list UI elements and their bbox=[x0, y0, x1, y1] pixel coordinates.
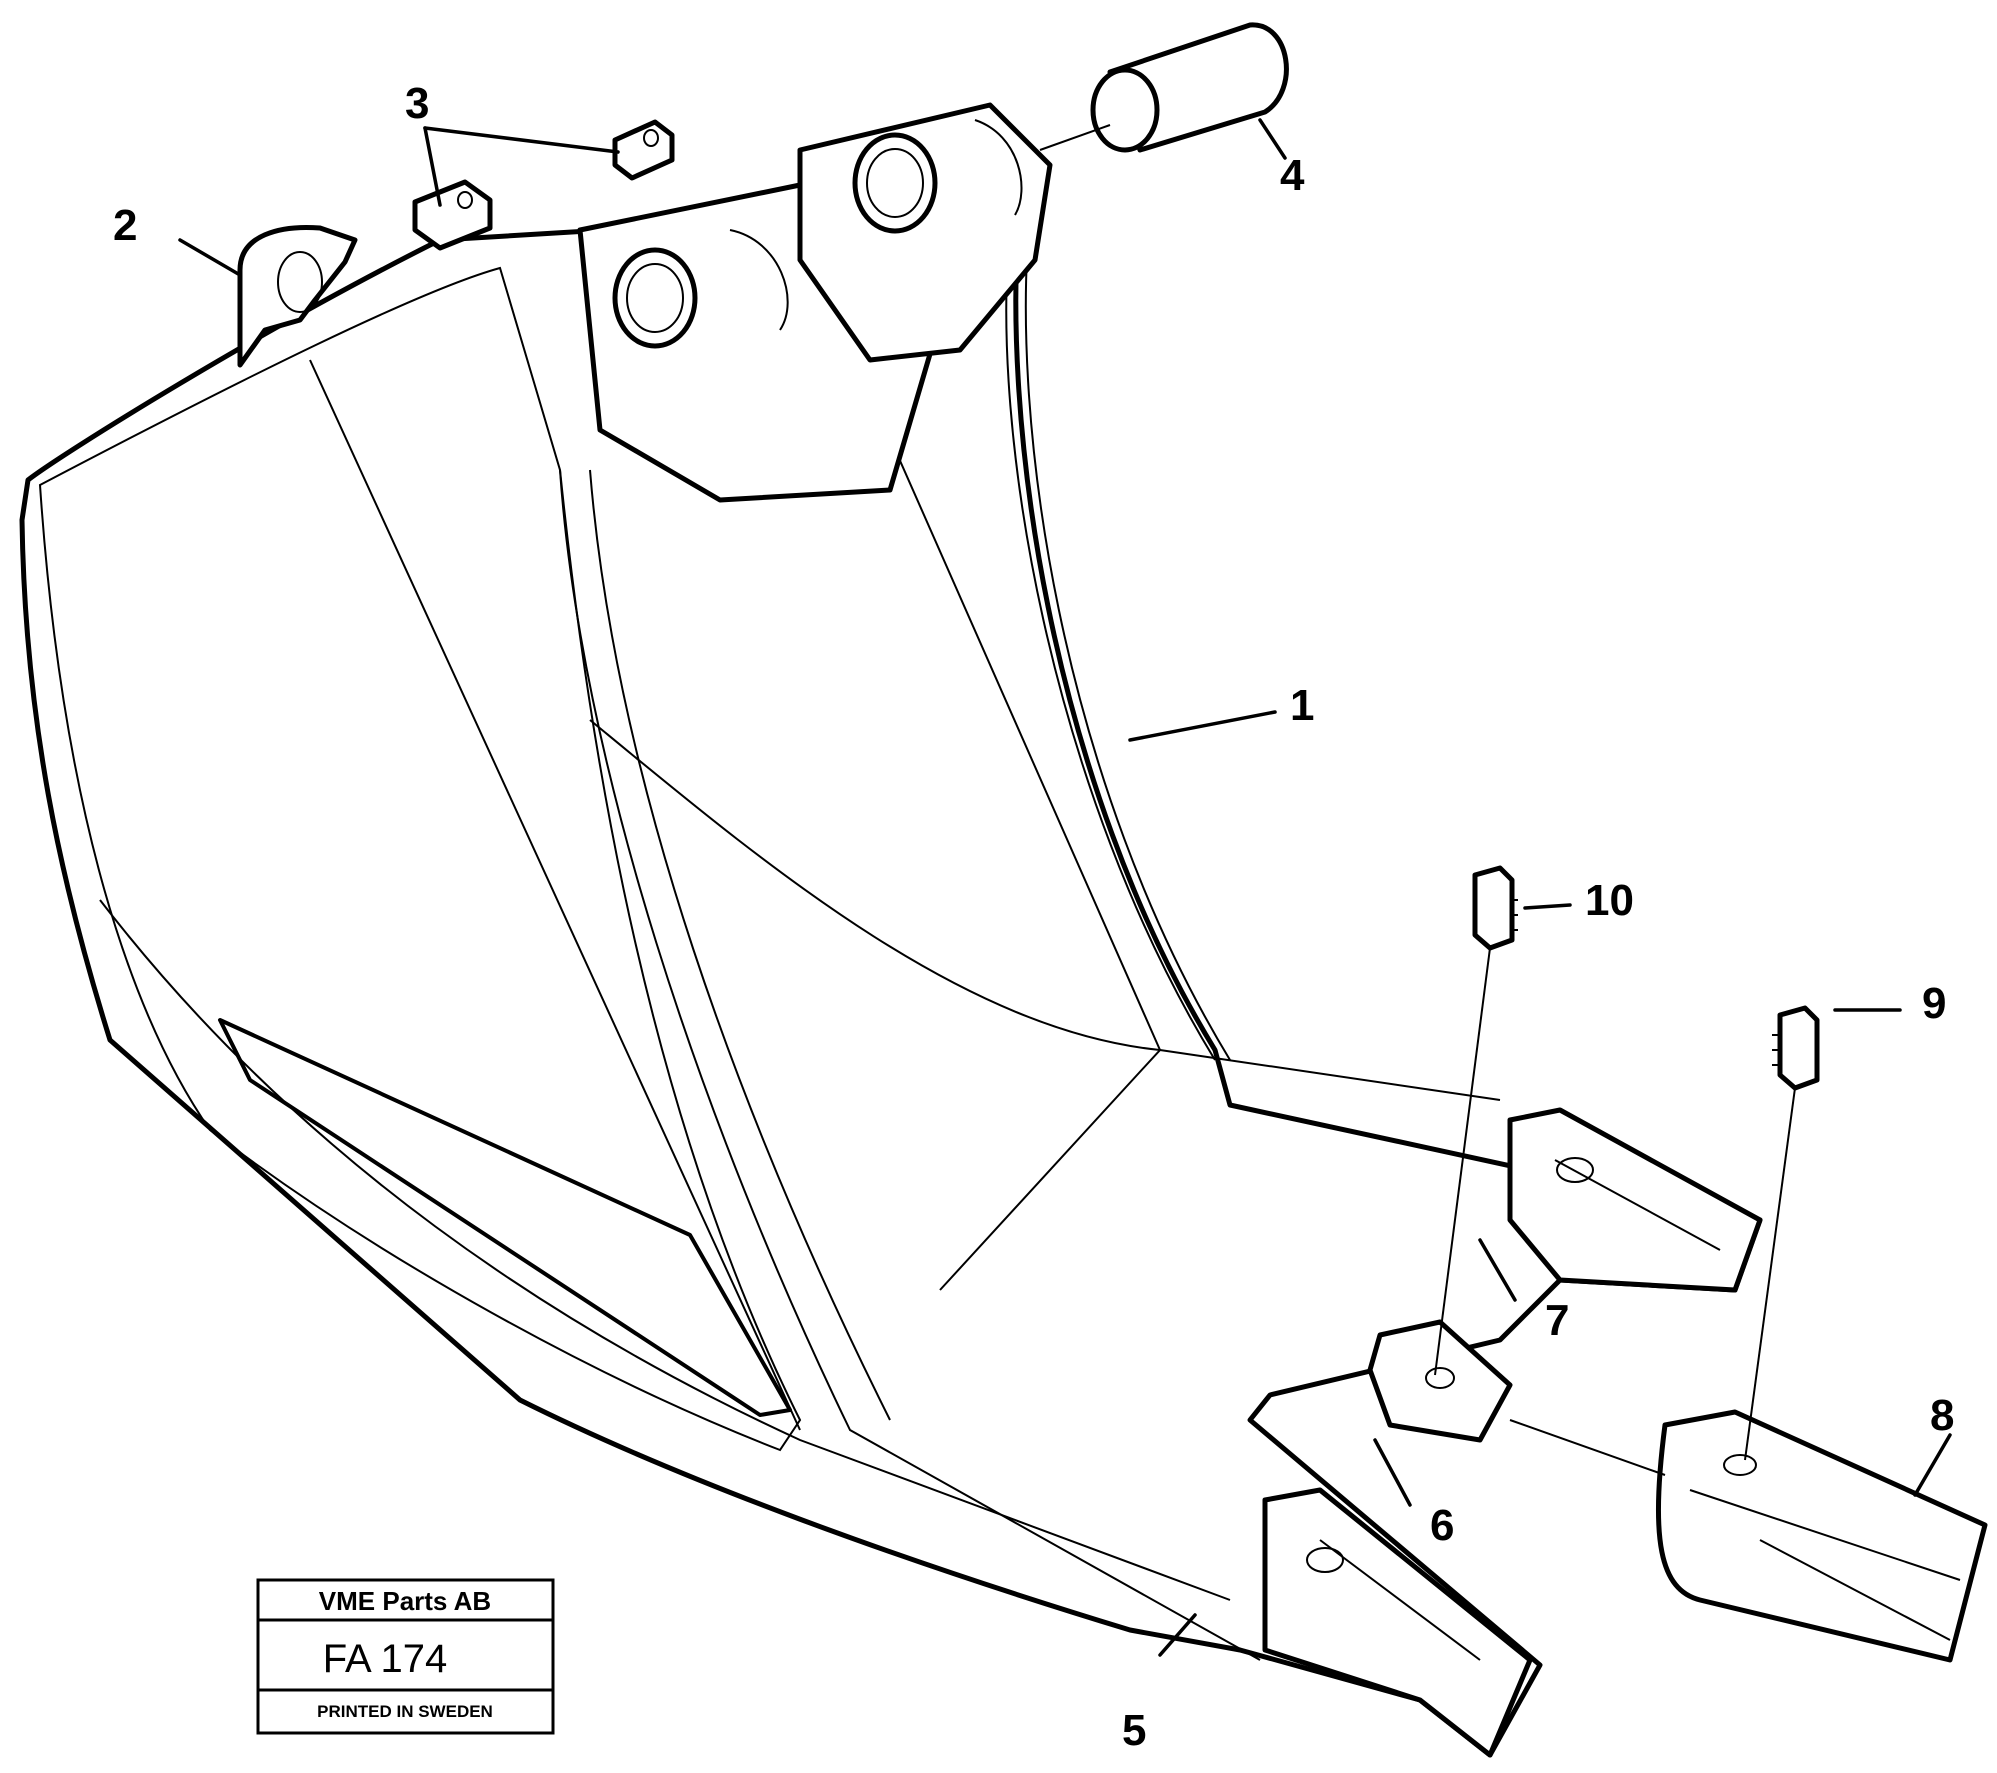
leader-5 bbox=[1158, 1613, 1197, 1657]
leader-8 bbox=[1913, 1433, 1952, 1497]
leader-4 bbox=[1258, 118, 1287, 160]
stamp-code: FA 174 bbox=[323, 1637, 448, 1681]
leader-3a bbox=[423, 126, 442, 207]
right-tooth-assembly bbox=[1507, 1107, 1763, 1293]
bucket-body bbox=[19, 202, 1763, 1758]
front-tooth-part-5-assembly bbox=[1262, 1487, 1533, 1758]
callout-1: 1 bbox=[1290, 681, 1314, 730]
lock-tab-part-3-right bbox=[612, 119, 675, 181]
lifting-eye-part-2 bbox=[237, 225, 358, 368]
parts-stamp: VME Parts AB FA 174 PRINTED IN SWEDEN bbox=[256, 1578, 555, 1735]
callout-3: 3 bbox=[405, 79, 429, 128]
tooth-part-8 bbox=[1655, 1409, 1988, 1663]
leader-lines bbox=[178, 118, 1952, 1657]
assembly-lines bbox=[1039, 124, 1796, 1476]
callout-7: 7 bbox=[1545, 1296, 1569, 1345]
lock-part-10 bbox=[1472, 865, 1518, 951]
leader-2 bbox=[178, 238, 242, 277]
leader-6 bbox=[1373, 1438, 1412, 1507]
pin-part-4 bbox=[1090, 22, 1289, 153]
callout-labels: 1 2 3 4 5 6 7 8 9 10 bbox=[113, 79, 1954, 1755]
lock-part-9 bbox=[1772, 1005, 1820, 1091]
leader-3b bbox=[423, 126, 620, 154]
callout-2: 2 bbox=[113, 201, 137, 250]
stamp-printed: PRINTED IN SWEDEN bbox=[317, 1702, 493, 1721]
leader-10 bbox=[1523, 903, 1572, 910]
callout-4: 4 bbox=[1280, 151, 1305, 200]
callout-8: 8 bbox=[1930, 1391, 1954, 1440]
lock-tab-part-3-left bbox=[412, 179, 493, 251]
leader-7 bbox=[1478, 1238, 1517, 1302]
callout-5: 5 bbox=[1122, 1706, 1146, 1755]
stamp-company: VME Parts AB bbox=[319, 1586, 491, 1616]
callout-6: 6 bbox=[1430, 1501, 1454, 1550]
leader-1 bbox=[1128, 710, 1277, 742]
callout-9: 9 bbox=[1922, 979, 1946, 1028]
callout-10: 10 bbox=[1585, 876, 1634, 925]
hinge-brackets bbox=[577, 102, 1053, 503]
adapter-part-6 bbox=[1367, 1319, 1513, 1443]
